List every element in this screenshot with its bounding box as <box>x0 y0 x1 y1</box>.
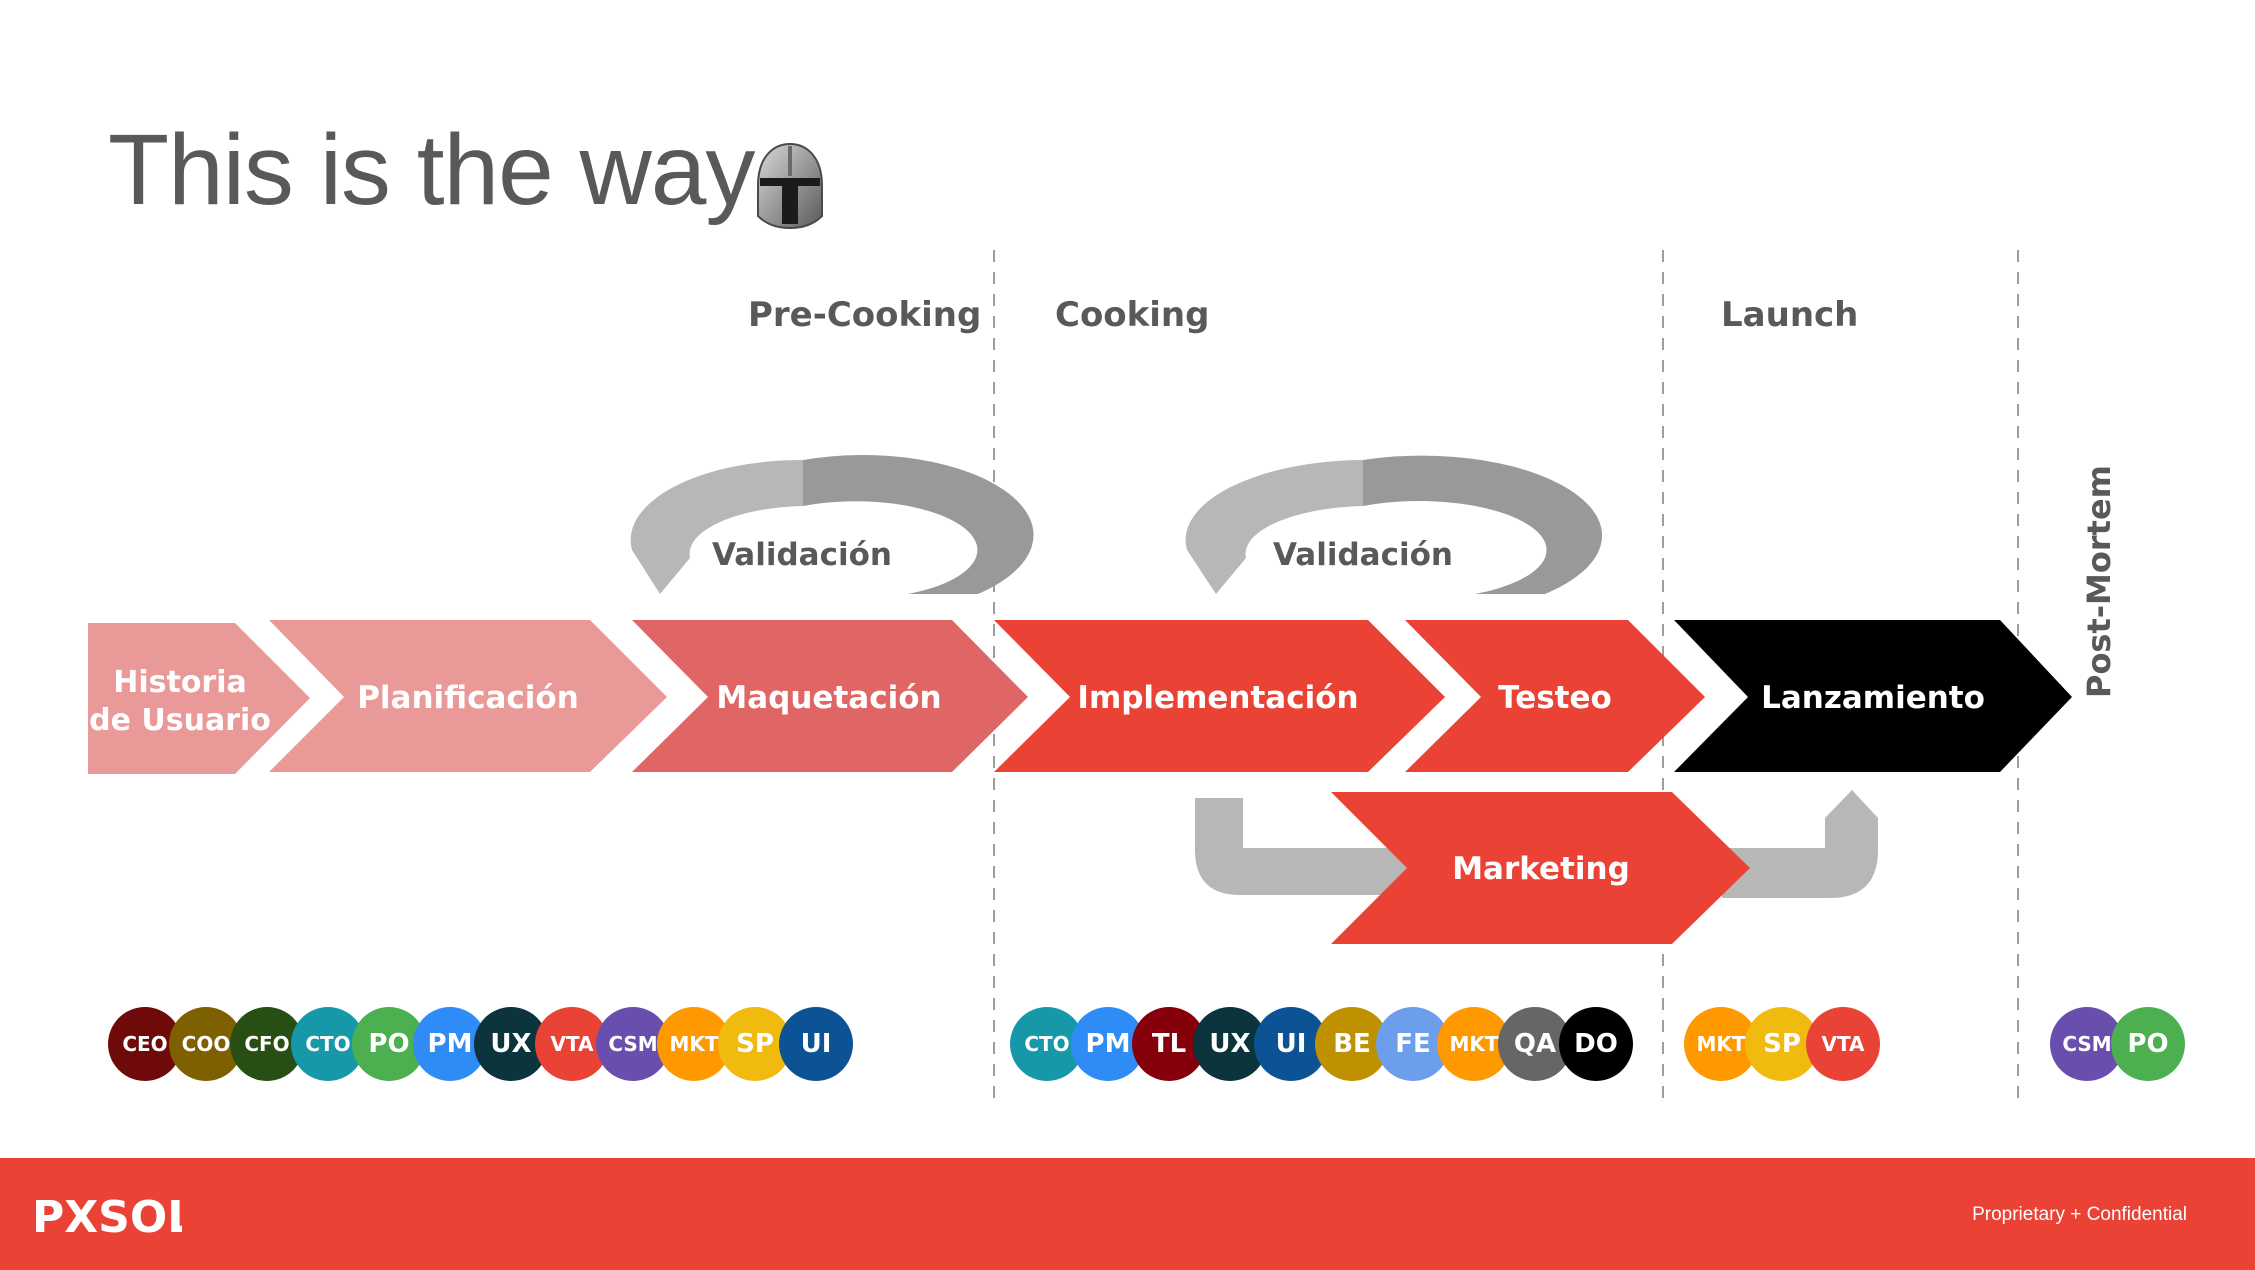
validation-loop-2: Validación <box>1185 455 1603 594</box>
step-marketing: Marketing <box>1331 792 1750 944</box>
role-badge-ux: UX <box>474 1007 548 1081</box>
role-badge-qa: QA <box>1498 1007 1572 1081</box>
role-badge-po: PO <box>2111 1007 2185 1081</box>
svg-text:Marketing: Marketing <box>1452 851 1630 887</box>
step-testeo: Testeo <box>1405 620 1705 772</box>
svg-text:Testeo: Testeo <box>1498 680 1612 716</box>
validation-label-2: Validación <box>1273 537 1453 573</box>
step-implementacion: Implementación <box>994 620 1445 772</box>
confidential-label: Proprietary + Confidential <box>1972 1204 2187 1225</box>
step-historia-line2: de Usuario <box>89 703 271 738</box>
step-lanzamiento: Lanzamiento <box>1674 620 2072 772</box>
slide-title: This is the way <box>108 114 755 226</box>
marketing-connector-left <box>1195 798 1408 895</box>
role-badge-ui: UI <box>779 1007 853 1081</box>
role-badge-vta: VTA <box>1806 1007 1880 1081</box>
svg-text:Implementación: Implementación <box>1077 680 1358 716</box>
validation-loop-1: Validación <box>630 454 1034 594</box>
svg-text:Planificación: Planificación <box>357 680 579 716</box>
pxsol-logo: PXSOL <box>32 1192 182 1243</box>
step-planificacion: Planificación <box>269 620 667 772</box>
footer-bar: PXSOL Proprietary + Confidential <box>0 1158 2255 1270</box>
pxsol-logo-text: PXSOL <box>32 1192 182 1243</box>
marketing-connector-right <box>1722 790 1878 898</box>
step-historia-line1: Historia <box>113 665 247 700</box>
phase-pre-cooking: Pre-Cooking <box>748 295 982 335</box>
phase-launch: Launch <box>1721 295 1859 335</box>
role-badge-vta: VTA <box>535 1007 609 1081</box>
step-historia: Historia de Usuario <box>88 623 310 774</box>
step-maquetacion: Maquetación <box>632 620 1028 772</box>
svg-text:Maquetación: Maquetación <box>716 680 941 716</box>
role-badge-do: DO <box>1559 1007 1633 1081</box>
helmet-icon <box>757 142 823 230</box>
role-badge-ux: UX <box>1193 1007 1267 1081</box>
validation-label-1: Validación <box>712 537 892 573</box>
phase-cooking: Cooking <box>1055 295 1210 335</box>
svg-text:Lanzamiento: Lanzamiento <box>1761 680 1985 716</box>
